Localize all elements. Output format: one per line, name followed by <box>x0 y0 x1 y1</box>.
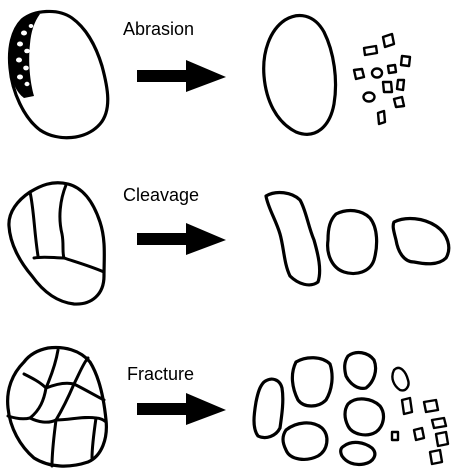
fracture-fragments <box>254 353 448 465</box>
cleavage-original-rock <box>9 183 104 304</box>
abrasion-original-rock <box>10 11 108 137</box>
abrasion-fine-particles <box>354 34 410 124</box>
cleavage-arrow <box>137 223 226 255</box>
cleavage-fragments <box>266 193 449 285</box>
abrasion-arrow <box>137 60 226 92</box>
abrasion-rounded-rock <box>264 16 336 135</box>
fracture-arrow <box>137 393 226 425</box>
fracture-original-rock <box>8 348 107 467</box>
